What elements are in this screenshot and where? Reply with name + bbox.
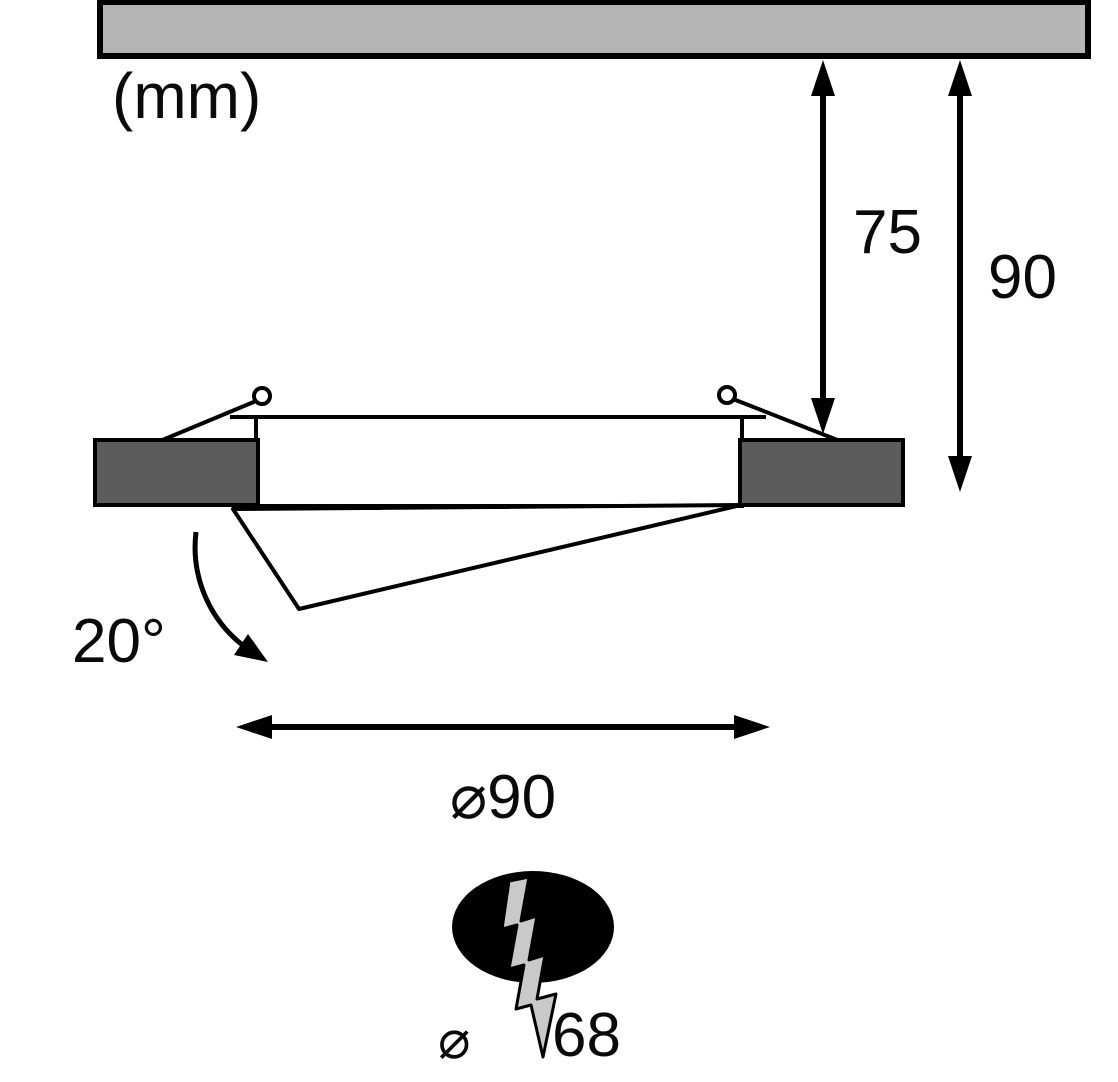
right-spring-line <box>732 397 841 443</box>
tilt-angle: 20° <box>72 531 268 676</box>
outer-diameter-label: ⌀90 <box>450 763 556 832</box>
dim-75-arrow-up-icon <box>811 60 835 96</box>
cutout-diameter-symbol: ⌀ <box>438 1010 471 1070</box>
diameter-arrow-left-icon <box>236 715 272 739</box>
outer-diameter: ⌀90 <box>236 715 770 832</box>
dimension-90: 90 <box>948 60 1057 492</box>
dimension-75: 75 <box>811 60 922 434</box>
tilt-angle-label: 20° <box>72 607 166 676</box>
dim-90-label: 90 <box>988 243 1057 312</box>
tilt-arc <box>192 531 247 649</box>
dim-90-arrow-up-icon <box>948 60 972 96</box>
dim-90-arrow-down-icon <box>948 456 972 492</box>
cutout-view: ⌀ 68 <box>438 871 621 1070</box>
dim-75-label: 75 <box>853 198 922 267</box>
ceiling-bar <box>97 0 1091 59</box>
right-flange <box>738 438 905 507</box>
left-flange <box>93 438 260 507</box>
dim-75-arrow-down-icon <box>811 398 835 434</box>
left-pivot-icon <box>252 386 272 406</box>
tilt-arc-arrow-icon <box>234 634 268 662</box>
right-pivot-icon <box>717 385 737 405</box>
fixture-body <box>254 415 744 508</box>
fixture-cross-section <box>93 385 905 611</box>
lightning-bolt-icon <box>500 875 558 1059</box>
unit-label: (mm) <box>112 60 261 132</box>
diameter-arrow-right-icon <box>734 715 770 739</box>
left-spring-line <box>159 399 257 443</box>
tilted-lamp <box>231 503 743 611</box>
cutout-diameter-label: 68 <box>552 1001 621 1070</box>
